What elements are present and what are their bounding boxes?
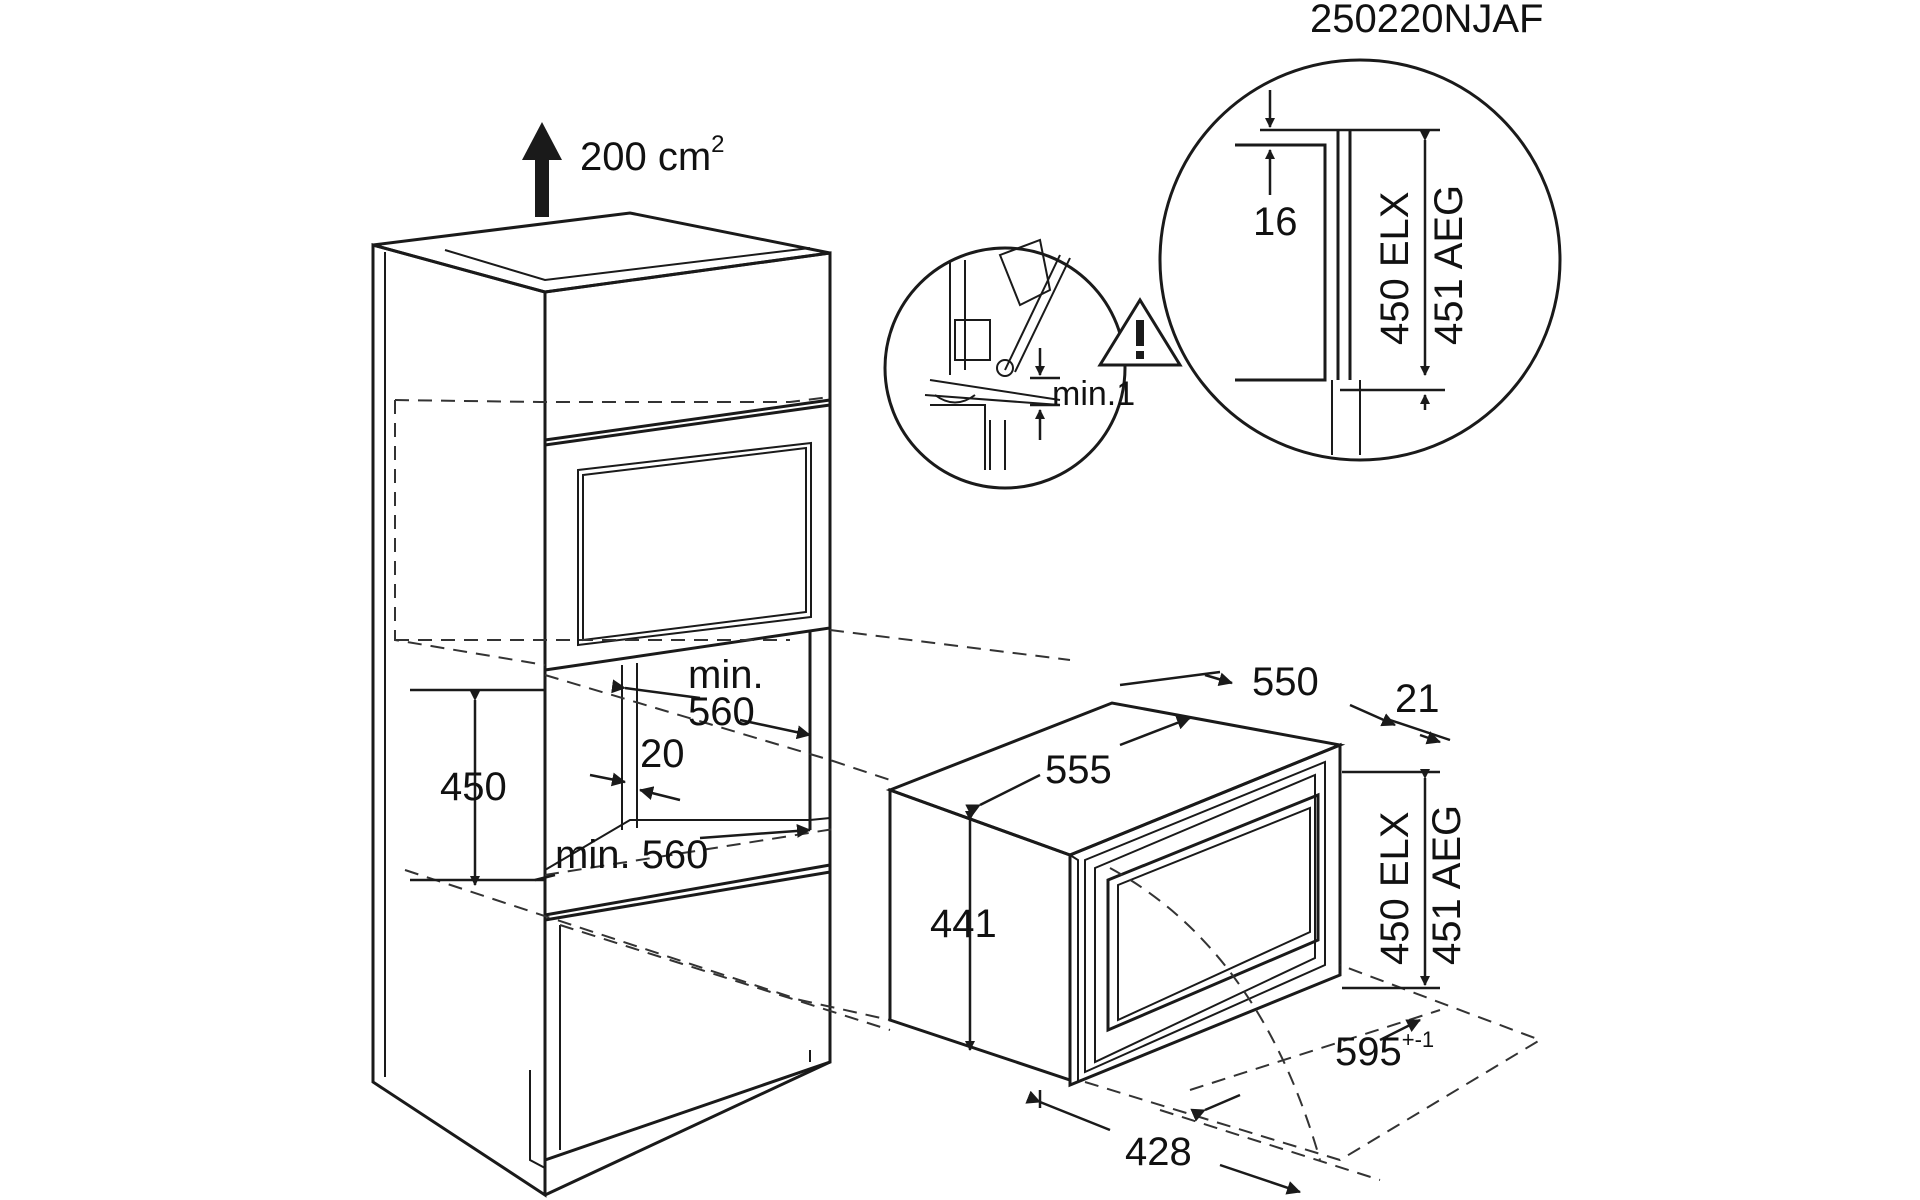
cabinet-dimensions: 450 min. 560 20 min. 560 — [410, 653, 811, 886]
detail-top-gap: 16 450 ELX 451 AEG — [1158, 58, 1562, 462]
projection-lines — [394, 396, 1071, 1031]
panel-offset-label: 20 — [640, 732, 685, 776]
warning-triangle-icon — [1097, 297, 1183, 367]
ventilation-superscript: 2 — [711, 131, 724, 158]
niche-width-upper-min: min. — [688, 653, 764, 697]
front-width-value: 595 — [1335, 1030, 1402, 1074]
depth-total-label: 550 — [1252, 660, 1319, 704]
height-elx-label: 450 ELX — [1373, 812, 1417, 965]
top-height-elx-label: 450 ELX — [1373, 192, 1417, 345]
height-aeg-label: 451 AEG — [1425, 805, 1469, 965]
front-width-label: 595+-1 — [1335, 1027, 1434, 1074]
niche-width-upper-value: 560 — [688, 690, 755, 734]
inner-width-label: 555 — [1045, 748, 1112, 792]
top-height-aeg-label: 451 AEG — [1427, 185, 1471, 345]
niche-height-label: 450 — [440, 765, 507, 809]
detail-clearance: min.1 — [883, 238, 1183, 490]
clearance-label: min.1 — [1052, 375, 1135, 413]
gap-label: 16 — [1253, 200, 1298, 244]
door-depth-label: 428 — [1125, 1130, 1192, 1174]
appliance-dimensions: 550 21 555 441 450 ELX 451 AEG 595+-1 42… — [930, 660, 1469, 1195]
ventilation-label: 200 cm2 — [580, 131, 725, 179]
microwave-appliance — [885, 701, 1543, 1181]
ventilation-arrow-icon — [522, 122, 562, 217]
tall-cabinet — [371, 211, 832, 1198]
front-width-tolerance: +-1 — [1402, 1027, 1434, 1052]
niche-width-lower-label: min. 560 — [555, 833, 708, 877]
ventilation-value: 200 cm — [580, 135, 711, 179]
body-height-label: 441 — [930, 902, 997, 946]
document-code: 250220NJAF — [1310, 0, 1543, 41]
front-depth-label: 21 — [1395, 677, 1440, 721]
